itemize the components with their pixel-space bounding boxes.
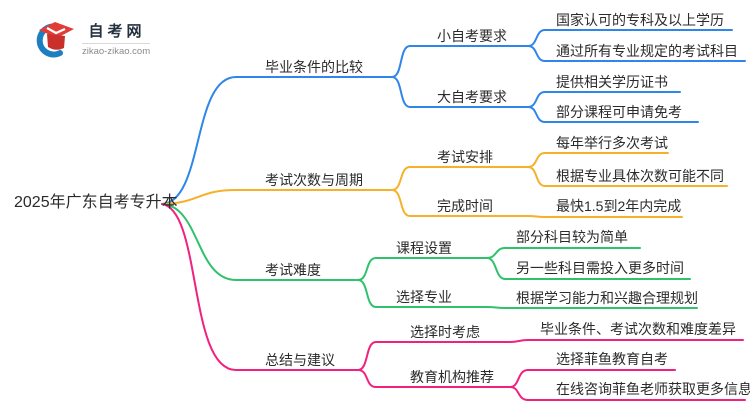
leaf-node[interactable]: 提供相关学历证书 bbox=[556, 74, 668, 90]
leaf-node[interactable]: 毕业条件、考试次数和难度差异 bbox=[540, 321, 736, 337]
graduation-cap-logo-icon bbox=[36, 22, 74, 58]
branch-exam-times-connector bbox=[161, 152, 728, 218]
leaf-node[interactable]: 每年举行多次考试 bbox=[556, 135, 668, 151]
branch-node-difficulty[interactable]: 考试难度 bbox=[265, 262, 321, 278]
branch-node-summary[interactable]: 总结与建议 bbox=[265, 352, 335, 368]
branch-difficulty-connector bbox=[161, 203, 698, 309]
branch-graduation-connector bbox=[161, 29, 746, 205]
branch-node-graduation-conditions[interactable]: 毕业条件的比较 bbox=[265, 59, 363, 75]
leaf-node[interactable]: 另一些科目需投入更多时间 bbox=[516, 260, 684, 276]
subtopic-node-completion-time[interactable]: 完成时间 bbox=[437, 198, 493, 214]
leaf-node[interactable]: 最快1.5到2年内完成 bbox=[556, 198, 682, 214]
subtopic-node-exam-schedule[interactable]: 考试安排 bbox=[437, 149, 493, 165]
leaf-node[interactable]: 根据专业具体次数可能不同 bbox=[556, 168, 724, 184]
branch-summary-connector bbox=[161, 203, 746, 401]
leaf-node[interactable]: 部分科目较为简单 bbox=[516, 229, 628, 245]
subtopic-node-major-choice[interactable]: 选择专业 bbox=[396, 289, 452, 305]
site-logo-text: 自考网 zikao-zikao.com bbox=[82, 12, 151, 57]
subtopic-node-small-selfexam[interactable]: 小自考要求 bbox=[437, 28, 507, 44]
site-logo[interactable]: 自考网 zikao-zikao.com bbox=[30, 12, 151, 58]
site-url: zikao-zikao.com bbox=[82, 43, 151, 57]
leaf-node[interactable]: 根据学习能力和兴趣合理规划 bbox=[516, 290, 698, 306]
root-node[interactable]: 2025年广东自考专升本 bbox=[14, 194, 178, 211]
branch-node-exam-times[interactable]: 考试次数与周期 bbox=[265, 172, 363, 188]
leaf-node[interactable]: 国家认可的专科及以上学历 bbox=[556, 12, 724, 28]
subtopic-node-considerations[interactable]: 选择时考虑 bbox=[410, 324, 480, 340]
leaf-node[interactable]: 在线咨询菲鱼老师获取更多信息 bbox=[556, 381, 750, 397]
leaf-node[interactable]: 部分课程可申请免考 bbox=[556, 104, 682, 120]
leaf-node[interactable]: 通过所有专业规定的考试科目 bbox=[556, 43, 738, 59]
subtopic-node-recommendation[interactable]: 教育机构推荐 bbox=[410, 369, 494, 385]
leaf-node[interactable]: 选择菲鱼教育自考 bbox=[556, 351, 668, 367]
subtopic-node-big-selfexam[interactable]: 大自考要求 bbox=[437, 89, 507, 105]
site-name: 自考网 bbox=[88, 23, 146, 40]
subtopic-node-curriculum[interactable]: 课程设置 bbox=[396, 240, 452, 256]
